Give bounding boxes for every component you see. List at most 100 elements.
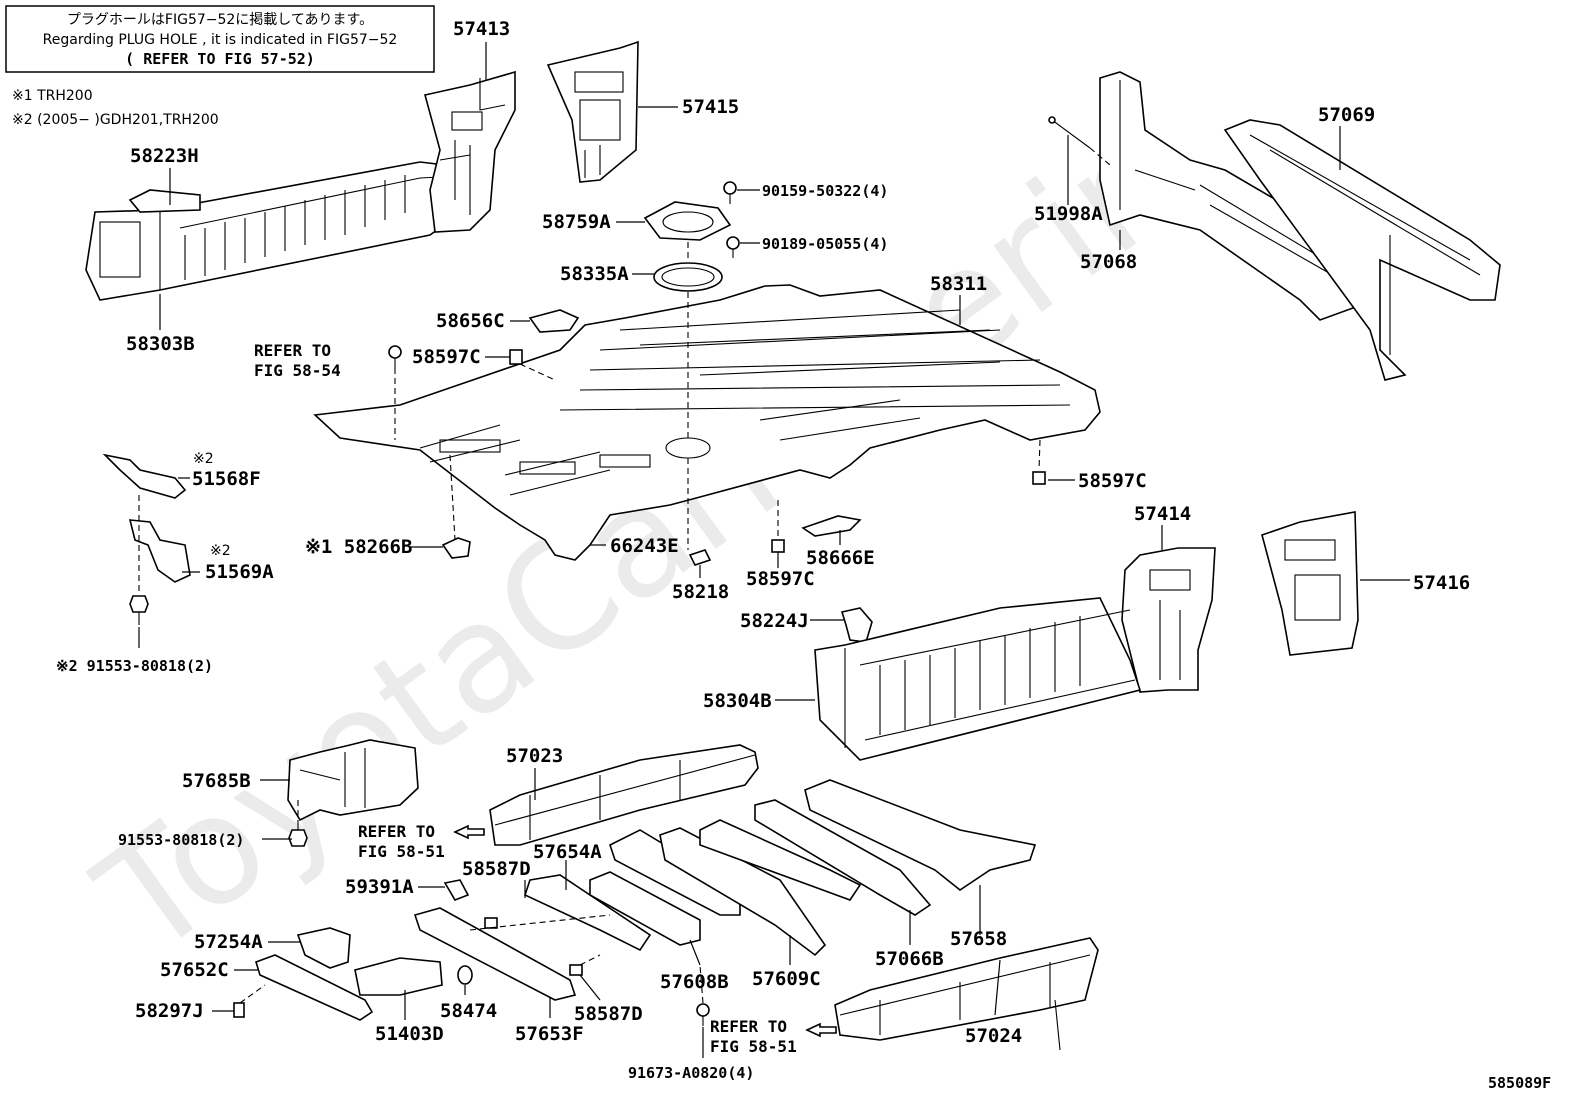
bracket-51403D-part [354, 957, 443, 996]
clip-58297J-part [233, 1002, 245, 1018]
label-58218: 58218 [672, 581, 729, 603]
label-91553-80818-b: 91553-80818(2) [118, 831, 244, 849]
label-57415: 57415 [682, 96, 739, 118]
legend-item-1: ※1 TRH200 [12, 88, 93, 104]
cross-member-58304B-part [814, 597, 1142, 761]
note-line-2: Regarding PLUG HOLE , it is indicated in… [43, 32, 398, 48]
label-57066B: 57066B [875, 948, 944, 970]
figure-id: 585089F [1488, 1074, 1551, 1092]
refer-58-51-b-line2: FIG 58-51 [710, 1037, 797, 1056]
refer-58-54-line1: REFER TO [254, 341, 331, 360]
label-51403D: 51403D [375, 1023, 444, 1045]
label-51998A: 51998A [1034, 203, 1103, 225]
mark-2-a: ※2 [193, 451, 214, 467]
bracket-58266B-part [441, 537, 471, 559]
label-58474: 58474 [440, 1000, 497, 1022]
cross-member-57652C-part [255, 954, 374, 1021]
label-57414: 57414 [1134, 503, 1191, 525]
bolt-90159-part [723, 181, 737, 204]
bracket-58656C-part [528, 309, 580, 333]
bracket-58224J-part [840, 607, 873, 643]
side-member-left-part [85, 161, 473, 301]
refer-arrow-58-51-a [453, 824, 485, 840]
bolt-refer-58-54-part [388, 345, 402, 368]
label-57685B: 57685B [182, 770, 251, 792]
leader-lines [138, 42, 1410, 1058]
label-91553-80818-a: ※2 91553-80818(2) [56, 657, 213, 675]
cross-member-57609C-part [659, 819, 862, 957]
pillar-57413-part [424, 70, 516, 233]
clip-58597C-c-part [771, 539, 785, 553]
label-57254A: 57254A [194, 931, 263, 953]
label-57652C: 57652C [160, 959, 229, 981]
panel-57416-part [1261, 511, 1359, 656]
label-57024: 57024 [965, 1025, 1022, 1047]
member-57069-part [1223, 119, 1501, 381]
label-58266B: ※1 58266B [305, 536, 412, 558]
bolt-91553-b-part [288, 820, 308, 847]
bolt-91553-a-part [129, 595, 149, 625]
label-51568F: 51568F [192, 468, 261, 490]
refer-58-51-a-line2: FIG 58-51 [358, 842, 445, 861]
label-59391A: 59391A [345, 876, 414, 898]
label-57654A: 57654A [533, 841, 602, 863]
label-57068: 57068 [1080, 251, 1137, 273]
label-58597C-c: 58597C [746, 568, 815, 590]
ring-58335A-part [653, 262, 723, 292]
clip-58597C-b-part [1032, 471, 1046, 485]
panel-57415-part [546, 40, 639, 183]
label-66243E: 66243E [610, 535, 679, 557]
note-line-1: プラグホールはFIG57−52に掲載してあります。 [67, 12, 373, 28]
grommet-58474-part [457, 965, 473, 985]
label-57413: 57413 [453, 18, 510, 40]
note-line-3: ( REFER TO FIG 57-52) [125, 50, 315, 68]
plug-hole-note: プラグホールはFIG57−52に掲載してあります。 Regarding PLUG… [5, 5, 435, 73]
label-51569A: 51569A [205, 561, 274, 583]
label-58587D-b: 58587D [574, 1003, 643, 1025]
pillar-57414-part [1121, 547, 1216, 693]
cross-member-57658-part [804, 779, 1037, 891]
bolt-90189-part [726, 236, 740, 258]
label-57609C: 57609C [752, 968, 821, 990]
clip-58218-part [688, 549, 712, 566]
part-labels: 57413 57415 58223H 58303B 90159-50322(4)… [56, 18, 1551, 1092]
bracket-57254A-part [296, 927, 351, 969]
label-58597C-b: 58597C [1078, 470, 1147, 492]
clip-58597C-a-part [509, 349, 523, 365]
label-57416: 57416 [1413, 572, 1470, 594]
cross-member-57066B-part [754, 799, 932, 916]
refer-58-54-line2: FIG 58-54 [254, 361, 341, 380]
bolt-91673-part [696, 1003, 710, 1026]
cross-member-57654A-part [524, 874, 652, 952]
refer-arrow-58-51-b [805, 1022, 837, 1038]
label-58224J: 58224J [740, 610, 809, 632]
label-57653F: 57653F [515, 1023, 584, 1045]
label-57658: 57658 [950, 928, 1007, 950]
label-58759A: 58759A [542, 211, 611, 233]
bracket-58666E-part [801, 515, 862, 537]
bracket-59391A-part [443, 879, 470, 901]
label-90189-05055: 90189-05055(4) [762, 235, 888, 253]
mark-2-b: ※2 [210, 543, 231, 559]
label-58597C-a: 58597C [412, 346, 481, 368]
legend-item-2: ※2 (2005− )GDH201,TRH200 [12, 112, 219, 128]
cross-member-57608B-part [589, 829, 741, 946]
label-58223H: 58223H [130, 145, 199, 167]
label-90159-50322: 90159-50322(4) [762, 182, 888, 200]
clip-58587D-b-part [569, 964, 583, 976]
label-58297J: 58297J [135, 1000, 204, 1022]
cross-member-57653F-part [413, 907, 577, 1001]
rail-57023-part [489, 744, 759, 846]
label-57069: 57069 [1318, 104, 1375, 126]
clip-58587D-a-part [484, 917, 498, 929]
refer-58-51-a-line1: REFER TO [358, 822, 435, 841]
label-57023: 57023 [506, 745, 563, 767]
label-91673-A0820: 91673-A0820(4) [628, 1064, 754, 1082]
bolt-51998A-part [1048, 116, 1091, 149]
label-58335A: 58335A [560, 263, 629, 285]
label-58304B: 58304B [703, 690, 772, 712]
bracket-51568F-part [102, 453, 187, 499]
label-57608B: 57608B [660, 971, 729, 993]
rail-57024-part [834, 937, 1099, 1051]
